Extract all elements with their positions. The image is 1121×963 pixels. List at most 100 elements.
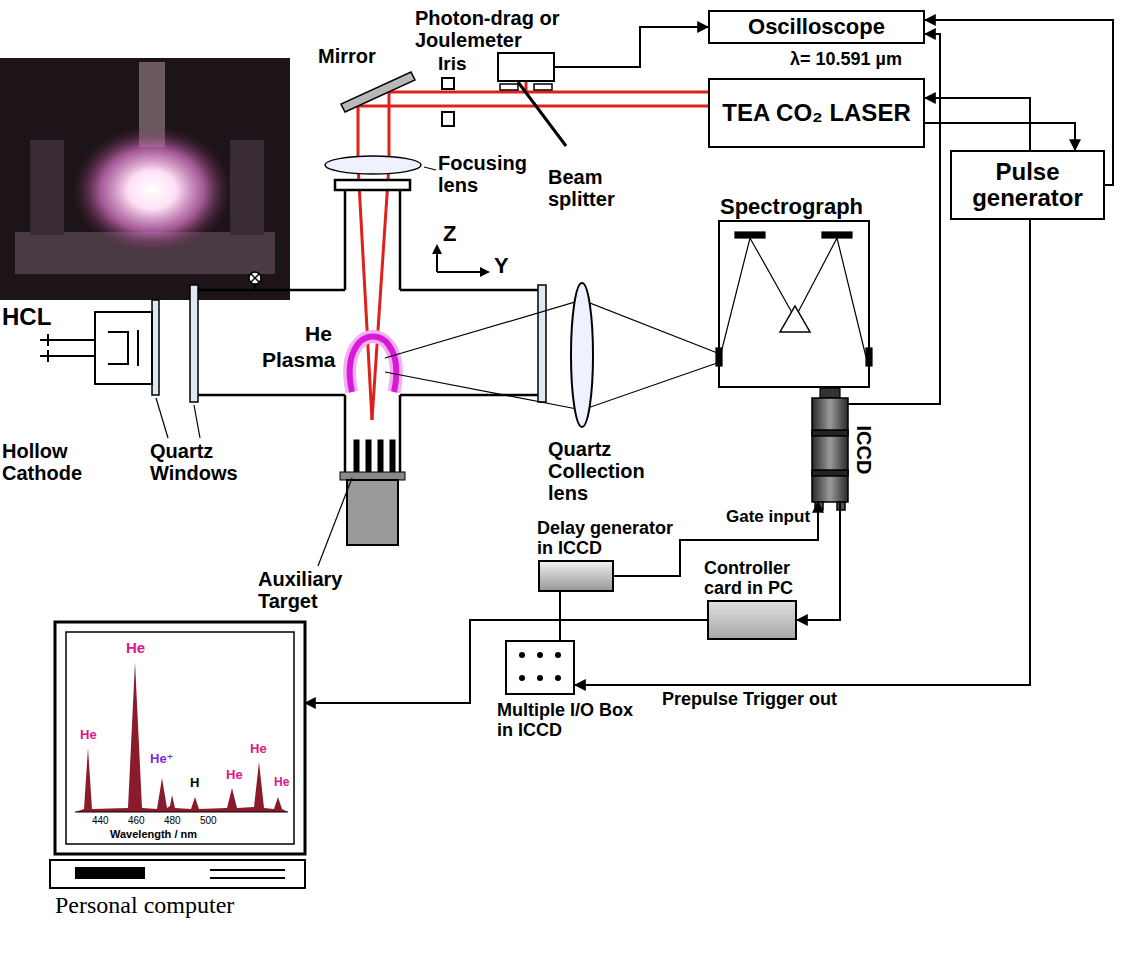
part-label: Iris — [438, 54, 467, 75]
plasma-photo — [230, 140, 264, 235]
signal-label: Gate input — [726, 508, 810, 527]
spectrograph-optics — [720, 238, 795, 357]
hollow-cathode-lamp — [47, 350, 49, 362]
axis-arrows — [480, 267, 490, 277]
vacuum-chamber — [198, 289, 345, 292]
axis-label: Y — [494, 254, 509, 278]
computer-monitor — [75, 867, 145, 879]
axis-tick: 500 — [200, 815, 217, 826]
leader-lines — [424, 167, 436, 170]
part-label: Focusing lens — [438, 152, 538, 196]
computer-monitor — [66, 632, 294, 844]
spectrum-label: He — [126, 640, 145, 657]
beam-splitter — [518, 82, 566, 146]
plasma-photo — [0, 58, 290, 300]
computer-monitor — [50, 860, 305, 888]
part-label: Auxiliary Target — [258, 568, 368, 612]
vacuum-chamber — [249, 272, 261, 284]
laser-beam — [358, 106, 708, 420]
hollow-cathode-lamp — [152, 300, 159, 395]
plasma-plume — [350, 337, 397, 393]
node-label: TEA CO₂ LASER — [722, 100, 910, 126]
node-label: Controller card in PC — [704, 559, 814, 599]
vacuum-chamber — [251, 274, 259, 282]
signal-wire — [555, 27, 708, 67]
vacuum-chamber — [399, 190, 402, 290]
vacuum-chamber — [254, 284, 257, 290]
vacuum-chamber — [251, 274, 259, 282]
auxiliary-target — [378, 440, 383, 472]
node-label: Oscilloscope — [748, 15, 885, 39]
io-box-sockets — [519, 652, 525, 658]
io-box-sockets — [537, 675, 543, 681]
axis-tick: 480 — [164, 815, 181, 826]
iris — [442, 78, 454, 89]
edge-label: Prepulse Trigger out — [660, 690, 839, 710]
detector-mount — [500, 84, 518, 90]
spectrograph-optics — [820, 388, 840, 398]
spectrograph-optics — [716, 232, 872, 398]
spectrum-label: He⁺ — [150, 752, 173, 766]
io-box-sockets — [555, 652, 561, 658]
controller-card: Controller card in PC — [707, 600, 797, 640]
signal-wire — [575, 220, 1030, 685]
vacuum-chamber — [538, 285, 546, 402]
hollow-cathode-lamp — [137, 330, 139, 366]
signal-wire — [305, 620, 707, 703]
auxiliary-target — [340, 440, 405, 545]
plasma-photo — [0, 58, 290, 300]
vacuum-chamber — [400, 394, 538, 397]
io-box: Multiple I/O Box in ICCD — [505, 640, 575, 695]
leader-lines — [318, 478, 352, 566]
part-label: Mirror — [318, 45, 376, 67]
hollow-cathode-lamp — [108, 332, 128, 364]
auxiliary-target — [354, 440, 359, 472]
auxiliary-target — [390, 440, 395, 472]
part-label: Quartz Collection lens — [548, 438, 658, 504]
computer-monitor — [210, 877, 285, 879]
focusing-lens — [325, 156, 421, 174]
node-label: Personal computer — [55, 892, 315, 918]
hollow-cathode-lamp — [95, 312, 152, 384]
node-label: Multiple I/O Box in ICCD — [497, 701, 647, 741]
vacuum-chamber — [335, 180, 410, 190]
spectrograph-box: Spectrograph — [718, 220, 870, 388]
axis-arrows — [437, 271, 482, 273]
computer-monitor — [210, 869, 285, 871]
part-label: Plasma — [262, 348, 336, 371]
node-label: ICCD — [853, 426, 875, 475]
computer-monitor — [75, 662, 288, 812]
collection-lens — [571, 283, 593, 427]
vacuum-chamber — [399, 395, 402, 472]
delay-generator: Delay generator in ICCD — [538, 560, 614, 592]
node-label: Photon-drag or Joulemeter — [415, 7, 630, 51]
hollow-cathode-lamp — [40, 300, 159, 395]
mirror — [341, 72, 415, 112]
part-label: HCL — [2, 304, 51, 330]
iccd-camera: ICCD — [812, 398, 848, 502]
part-label: He — [305, 322, 332, 345]
computer-monitor — [50, 622, 305, 888]
laser-beam — [358, 82, 708, 420]
part-label: λ= 10.591 µm — [790, 50, 902, 70]
leader-lines — [156, 398, 168, 438]
pulse-generator-box: Pulse generator — [950, 150, 1105, 220]
plasma-photo — [72, 126, 232, 254]
collection-lens — [571, 283, 593, 427]
leader-lines — [156, 167, 436, 566]
plasma-photo — [30, 140, 64, 235]
io-box-sockets — [519, 675, 525, 681]
io-box-sockets — [555, 675, 561, 681]
auxiliary-target — [366, 440, 371, 472]
spectrum-label: H — [190, 776, 199, 790]
axis-arrows — [432, 244, 490, 277]
axis-tick: 460 — [128, 815, 145, 826]
mirror — [341, 72, 415, 112]
node-label: Pulse generator — [958, 159, 1097, 212]
focusing-lens — [325, 156, 421, 174]
detector-box: Photon-drag or Joulemeter — [497, 52, 555, 82]
axis-label: Z — [443, 222, 456, 246]
vacuum-chamber — [190, 285, 198, 402]
iccd-camera-body — [812, 398, 848, 502]
collection-rays — [385, 362, 720, 410]
